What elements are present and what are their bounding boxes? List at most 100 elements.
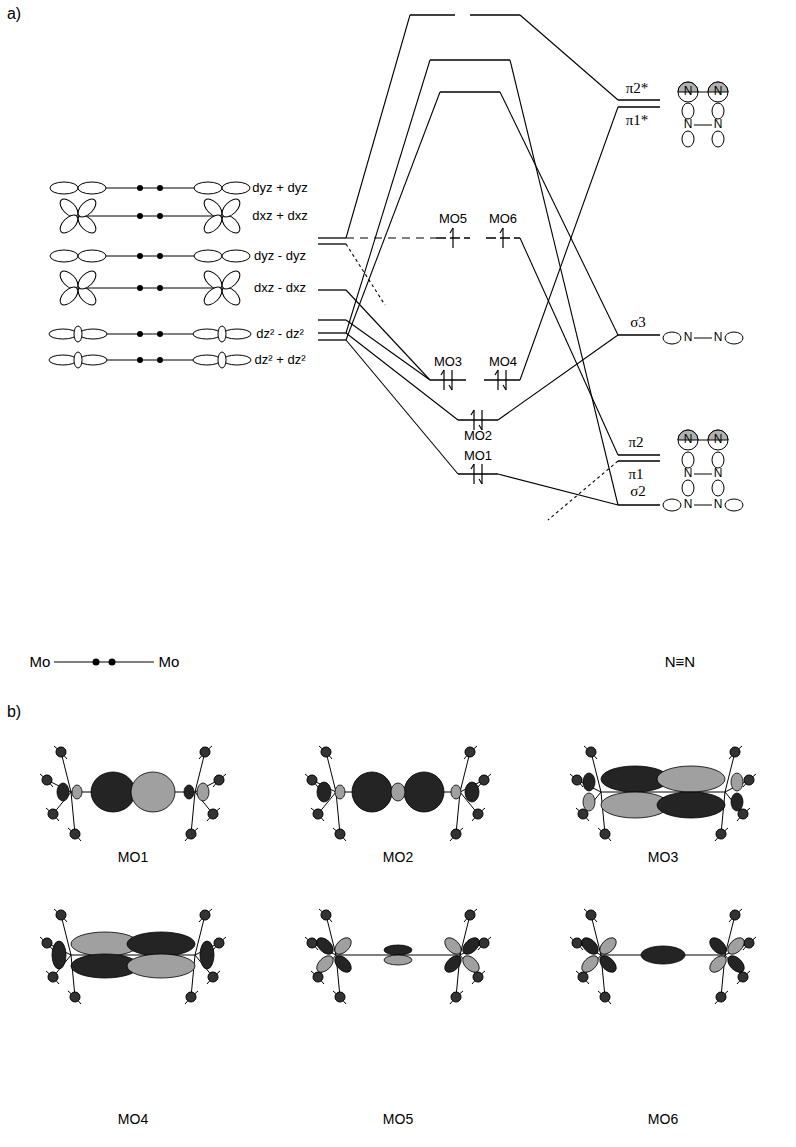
correlation-line bbox=[520, 107, 618, 380]
energy-level bbox=[318, 319, 346, 320]
electron-arrow bbox=[481, 410, 482, 430]
isosurface-lobe bbox=[725, 935, 748, 958]
ligand-atom bbox=[600, 829, 610, 839]
energy-level bbox=[318, 339, 346, 340]
isosurface-lobe bbox=[317, 782, 331, 802]
mo-caption: MO3 bbox=[648, 850, 678, 865]
atom-dot bbox=[137, 357, 143, 363]
orbital-torus bbox=[74, 326, 82, 342]
ligand-atom bbox=[307, 775, 317, 785]
mo-label: MO2 bbox=[464, 429, 492, 443]
atom-dot bbox=[137, 185, 143, 191]
orbital-label: π2* bbox=[626, 80, 649, 97]
correlation-line bbox=[498, 474, 618, 505]
isosurface-lobe bbox=[460, 953, 483, 976]
electron-arrow bbox=[443, 370, 444, 390]
energy-level bbox=[318, 289, 346, 290]
correlation-line bbox=[346, 320, 430, 380]
ligand-atom bbox=[744, 938, 754, 948]
ligand-atom bbox=[335, 992, 345, 1002]
mo-caption: MO2 bbox=[383, 850, 413, 865]
energy-level bbox=[618, 99, 660, 100]
ligand-atom bbox=[744, 775, 754, 785]
isosurface-lobe bbox=[314, 935, 337, 958]
orbital-lobe bbox=[201, 284, 225, 308]
energy-level bbox=[458, 473, 498, 474]
bond-line bbox=[694, 505, 712, 506]
ligand-atom bbox=[307, 938, 317, 948]
orbital-lobe bbox=[194, 250, 222, 262]
electron-arrow bbox=[441, 370, 444, 375]
atom-dot bbox=[157, 331, 163, 337]
energy-level bbox=[618, 106, 660, 107]
orbital-lobe bbox=[194, 182, 222, 194]
correlation-line bbox=[520, 238, 618, 455]
ligand-stick bbox=[601, 792, 605, 834]
bond-line bbox=[698, 92, 708, 93]
ligand-atom bbox=[321, 747, 331, 757]
isosurface-lobe bbox=[451, 785, 461, 799]
isosurface-lobe bbox=[583, 793, 595, 811]
energy-level bbox=[618, 334, 660, 335]
isosurface-lobe bbox=[72, 785, 82, 799]
orbital-lobe bbox=[663, 332, 681, 344]
orbital-lobe bbox=[50, 250, 78, 262]
ligand-atom bbox=[56, 747, 66, 757]
mo-caption: MO6 bbox=[648, 1112, 678, 1127]
energy-level bbox=[430, 59, 510, 60]
orbital-lobe bbox=[223, 355, 251, 365]
mo-label: MO1 bbox=[464, 449, 492, 463]
atom-label: N bbox=[714, 118, 723, 131]
orbital-lobe bbox=[222, 250, 250, 262]
ligand-atom bbox=[716, 992, 726, 1002]
electron-arrow bbox=[505, 370, 506, 390]
isosurface-lobe bbox=[657, 792, 725, 818]
isosurface-lobe bbox=[731, 773, 743, 791]
ligand-atom bbox=[208, 972, 218, 982]
orbital-lobe bbox=[682, 480, 694, 496]
correlation-line bbox=[500, 92, 618, 335]
ligand-atom bbox=[473, 809, 483, 819]
ligand-atom bbox=[738, 972, 748, 982]
atom-label: N bbox=[684, 118, 693, 131]
atom-dot bbox=[93, 659, 100, 666]
mo-label: MO6 bbox=[489, 212, 517, 226]
atom-label: N bbox=[684, 433, 693, 446]
ligand-atom bbox=[186, 992, 196, 1002]
ligand-atom bbox=[572, 775, 582, 785]
isosurface-lobe bbox=[91, 772, 135, 812]
ligand-atom bbox=[214, 938, 224, 948]
orbital-lobe bbox=[678, 82, 698, 102]
isosurface-lobe bbox=[597, 953, 620, 976]
ligand-atom bbox=[48, 809, 58, 819]
isosurface-lobe bbox=[384, 945, 412, 955]
energy-level bbox=[458, 419, 498, 420]
isosurface-lobe bbox=[579, 935, 602, 958]
mo-label: MO5 bbox=[439, 212, 467, 226]
orbital-lobe bbox=[682, 131, 694, 147]
correlation-line bbox=[346, 237, 436, 238]
electron-arrow bbox=[497, 370, 498, 390]
isosurface-lobe bbox=[442, 953, 465, 976]
orbital-label: σ2 bbox=[630, 483, 646, 500]
orbital-label: dxz + dxz bbox=[252, 209, 307, 223]
orbital-label: σ3 bbox=[630, 314, 646, 331]
ligand-atom bbox=[451, 992, 461, 1002]
orbital-lobe bbox=[712, 103, 724, 119]
ligand-atom bbox=[200, 747, 210, 757]
orbital-label: dz² - dz² bbox=[256, 327, 304, 341]
ligand-atom bbox=[48, 972, 58, 982]
isosurface-lobe bbox=[725, 953, 748, 976]
correlation-line bbox=[346, 60, 430, 333]
atom-dot bbox=[157, 357, 163, 363]
orbital-torus bbox=[218, 326, 226, 342]
isosurface-lobe bbox=[583, 773, 595, 791]
electron-arrow bbox=[495, 370, 498, 375]
bond-line bbox=[694, 474, 712, 475]
ligand-atom bbox=[208, 809, 218, 819]
isosurface-lobe bbox=[332, 935, 355, 958]
electron-arrow bbox=[479, 479, 482, 484]
ligand-atom bbox=[572, 938, 582, 948]
isosurface-lobe bbox=[131, 772, 175, 812]
